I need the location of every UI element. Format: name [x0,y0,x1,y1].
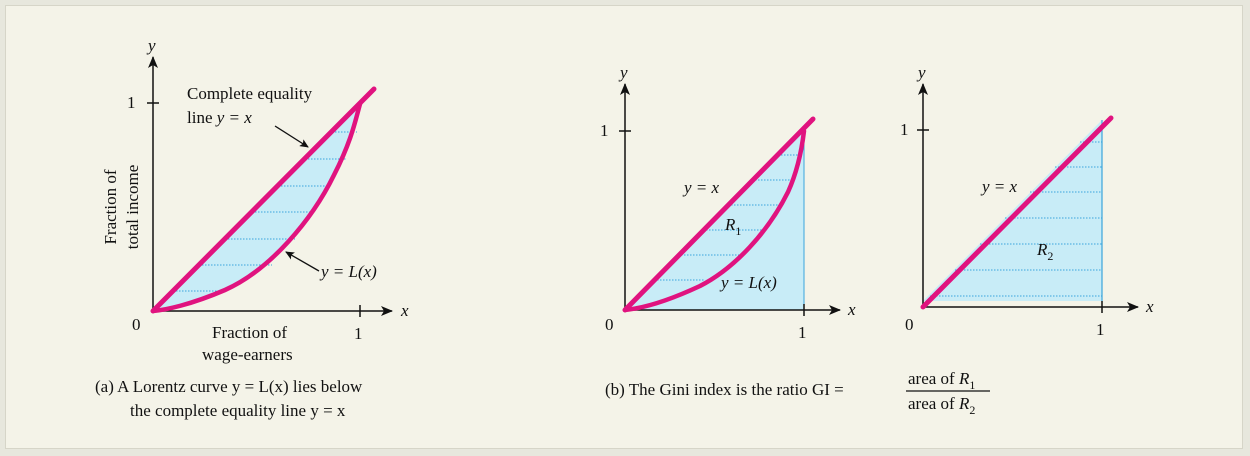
figure-a-curve-pointer [285,251,320,272]
figure-b1-lorentz-curve [622,128,807,313]
figure-a-xlabel-line1: Fraction of [212,323,287,342]
figure-a-tick-x-label: 1 [354,324,363,343]
figure-a-hatch [173,131,357,292]
figure-a-equality-label-line2: line y = x [187,108,252,127]
figure-a-y-axis-label: y [146,36,156,55]
figure-b2-region [923,120,1102,301]
figure-a-x-axis-label: x [400,301,409,320]
figure-a-equality-label-line1: Complete equality [187,84,313,103]
figure-a-equality-pointer [274,125,309,148]
caption-b: (b) The Gini index is the ratio GI = are… [605,369,990,417]
figure-a-origin: 0 [132,315,141,334]
figure-a-ylabel-line2: total income [123,165,142,250]
figure-b2-equality-line [920,115,1114,310]
figure-b2: y x 0 1 1 y = x R2 [900,63,1154,339]
figure-a-caption-line2: the complete equality line y = x [130,401,346,420]
figure-b1: y x 0 1 1 y = x R1 y = L(x) [600,63,856,342]
figure-b1-x-axis-label: x [847,300,856,319]
figure-b2-region-label: R2 [1036,240,1053,263]
figure-b1-hatch [654,154,800,281]
figure-a-tick-y-label: 1 [127,93,136,112]
figure-b1-curve-label: y = L(x) [719,273,777,292]
figure-a-lorentz-curve [150,101,363,314]
figure-a-equality-line [150,86,377,314]
figure-b2-tick-y-label: 1 [900,120,909,139]
figure-b1-tick-y-label: 1 [600,121,609,140]
figure-b1-region-label: R1 [724,215,741,238]
caption-b-numerator: area of R1 [908,369,975,392]
figure-b2-y-axis-label: y [916,63,926,82]
figure-a-xlabel-line2: wage-earners [202,345,293,364]
figure-a-curve-label: y = L(x) [319,262,377,281]
figure-b1-equality-line [622,116,816,313]
figure-b2-origin: 0 [905,315,914,334]
figure-b1-region [625,131,804,310]
caption-b-text: (b) The Gini index is the ratio GI = [605,380,844,399]
figure-b1-line-label: y = x [682,178,720,197]
figure-a: y x 0 1 1 Complete equality line y = x y… [95,36,409,420]
figure-b1-origin: 0 [605,315,614,334]
figure-b2-x-axis-label: x [1145,297,1154,316]
caption-b-denominator: area of R2 [908,394,975,417]
figure-a-caption-line1: (a) A Lorentz curve y = L(x) lies below [95,377,363,396]
figure-a-ylabel-line1: Fraction of [101,169,120,244]
figure-b2-line-label: y = x [980,177,1018,196]
figure-b1-y-axis-label: y [618,63,628,82]
figure-b1-tick-x-label: 1 [798,323,807,342]
figure-b2-tick-x-label: 1 [1096,320,1105,339]
